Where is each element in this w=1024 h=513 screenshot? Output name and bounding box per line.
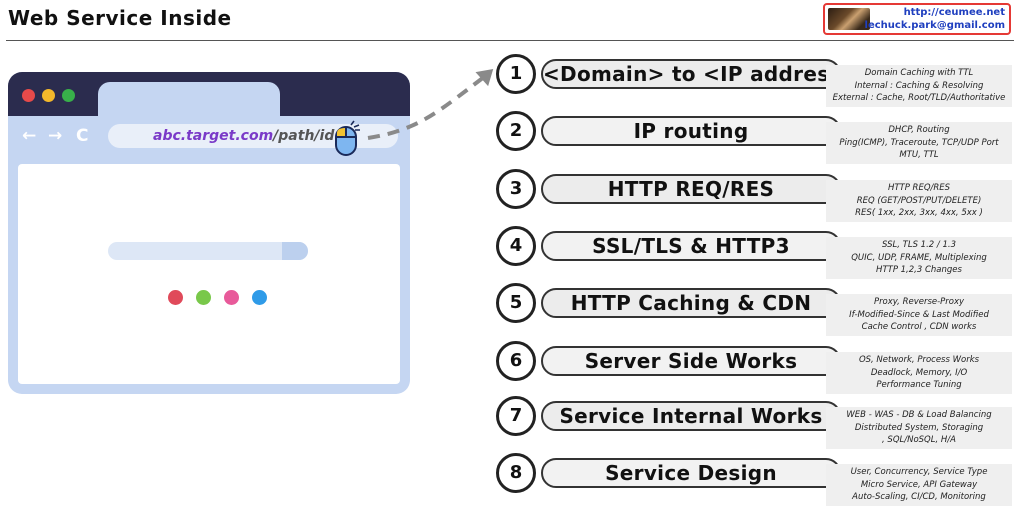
back-icon[interactable]: ← — [22, 126, 37, 146]
step-detail-line: Ping(ICMP), Traceroute, TCP/UDP Port — [839, 137, 999, 148]
step-detail-line: WEB - WAS - DB & Load Balancing — [846, 410, 992, 420]
step-detail-line: OS, Network, Process Works — [858, 355, 980, 365]
step-detail-line: Deadlock, Memory, I/O — [870, 367, 968, 378]
step-details: HTTP REQ/RES REQ (GET/POST/PUT/DELETE) RES… — [826, 180, 1012, 222]
loading-dot — [252, 290, 267, 305]
step-number: 1 — [496, 54, 536, 94]
step-number: 7 — [496, 396, 536, 436]
reload-icon[interactable]: C — [76, 126, 89, 146]
step-detail-line: QUIC, UDP, FRAME, Multiplexing — [851, 252, 987, 263]
step-title: IP routing — [541, 116, 841, 146]
step-detail-line: Auto-Scaling, CI/CD, Monitoring — [852, 492, 986, 502]
loading-progress-bar — [108, 242, 308, 260]
step-detail-line: Micro Service, API Gateway — [860, 479, 978, 490]
step-title: HTTP REQ/RES — [541, 174, 841, 204]
step-detail-line: Proxy, Reverse-Proxy — [873, 297, 965, 307]
forward-icon[interactable]: → — [48, 126, 63, 146]
mouse-icon — [335, 120, 360, 156]
step-detail-line: User, Concurrency, Service Type — [850, 467, 988, 477]
url-path: /path/id — [273, 128, 335, 144]
step-detail-line: Internal : Caching & Resolving — [854, 80, 984, 91]
step-number: 5 — [496, 283, 536, 323]
window-minimize-dot[interactable] — [42, 89, 55, 102]
step-detail-line: Cache Control , CDN works — [861, 322, 977, 332]
profile-logo-icon — [828, 8, 870, 30]
browser-content — [18, 164, 400, 384]
contact-email[interactable]: lechuck.park@gmail.com — [864, 20, 1005, 31]
loading-progress-fill — [282, 242, 308, 260]
url-domain: abc.target.com — [153, 128, 274, 144]
step-detail-line: MTU, TTL — [899, 150, 939, 160]
step-detail-line: External : Cache, Root/TLD/Authoritative — [832, 93, 1006, 103]
step-number: 3 — [496, 169, 536, 209]
step-detail-line: HTTP REQ/RES — [887, 183, 951, 193]
step-detail-line: REQ (GET/POST/PUT/DELETE) — [856, 195, 982, 206]
step-number: 2 — [496, 111, 536, 151]
step-number: 8 — [496, 453, 536, 493]
loading-dot — [168, 290, 183, 305]
step-title: SSL/TLS & HTTP3 — [541, 231, 841, 261]
step-title: Server Side Works — [541, 346, 841, 376]
step-detail-line: Performance Tuning — [876, 380, 962, 390]
loading-dot — [196, 290, 211, 305]
step-detail-line: Domain Caching with TTL — [864, 68, 974, 78]
step-detail-line: RES( 1xx, 2xx, 3xx, 4xx, 5xx ) — [855, 208, 983, 218]
window-close-dot[interactable] — [22, 89, 35, 102]
contact-box: http://ceumee.net lechuck.park@gmail.com — [823, 3, 1011, 35]
step-detail-line: Distributed System, Storaging — [854, 422, 984, 433]
window-maximize-dot[interactable] — [62, 89, 75, 102]
page-title: Web Service Inside — [8, 6, 232, 30]
step-number: 4 — [496, 226, 536, 266]
browser-window: ← → C abc.target.com/path/id — [8, 72, 410, 394]
step-number: 6 — [496, 341, 536, 381]
step-detail-line: If-Modified-Since & Last Modified — [849, 309, 989, 320]
step-title: Service Design — [541, 458, 841, 488]
step-detail-line: DHCP, Routing — [888, 125, 950, 135]
step-title: Service Internal Works — [541, 401, 841, 431]
step-detail-line: HTTP 1,2,3 Changes — [876, 265, 962, 275]
step-details: Domain Caching with TTL Internal : Cachin… — [826, 65, 1012, 107]
step-detail-line: , SQL/NoSQL, H/A — [882, 435, 956, 445]
header-divider — [6, 40, 1014, 41]
step-title: HTTP Caching & CDN — [541, 288, 841, 318]
contact-url[interactable]: http://ceumee.net — [903, 7, 1005, 18]
step-detail-line: SSL, TLS 1.2 / 1.3 — [882, 240, 956, 250]
browser-tab[interactable] — [98, 82, 280, 122]
loading-dot — [224, 290, 239, 305]
step-title: <Domain> to <IP address> — [541, 59, 858, 89]
